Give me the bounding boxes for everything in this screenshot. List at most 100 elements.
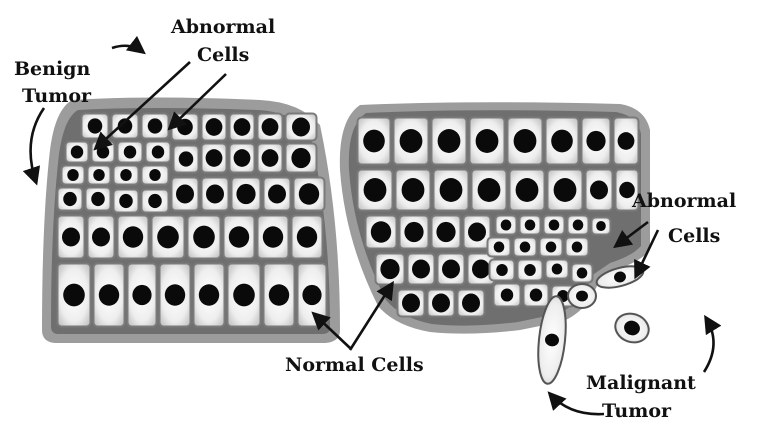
malignant-tumor-tissue [340,102,653,385]
abnormal-cells-right-label-line2: Cells [668,225,720,247]
abnormal-cell [114,166,139,185]
abnormal-cell [568,216,589,235]
normal-cell [398,290,425,317]
normal-cell [152,216,185,259]
normal-cell [400,216,429,249]
abnormal-cell [572,264,593,283]
abnormal-cell [518,260,543,281]
normal-cell [292,216,323,259]
normal-cell [366,216,397,249]
normal-cell [472,170,507,211]
abnormal-cell [544,216,565,235]
escaping-malignant-cell [568,284,596,308]
normal-cell [224,216,255,259]
arrow-malignant-curve-right [704,318,714,372]
normal-cell [464,216,491,249]
normal-cell [458,290,485,317]
normal-cell [614,118,639,165]
normal-cell [202,178,229,211]
abnormal-cell [82,114,109,139]
arrow-benign-curve-top [112,46,143,52]
normal-cell [88,216,115,259]
normal-cell [438,254,465,285]
abnormal-cell [566,238,589,257]
abnormal-cell [92,142,115,163]
abnormal-cell [118,142,143,163]
normal-cell [286,114,317,141]
malignant-tumor-label-line2: Tumor [602,400,671,422]
benign-tumor-tissue [42,98,340,344]
normal-cells-label: Normal Cells [285,354,424,376]
normal-cell [394,118,429,165]
normal-cell [188,216,221,259]
abnormal-cell [172,114,199,141]
abnormal-cell [146,142,171,163]
normal-cell [202,144,227,173]
abnormal-cell [114,190,139,213]
abnormal-cell [540,238,563,257]
abnormal-cell [58,188,83,211]
normal-cell [582,118,611,165]
normal-cell [258,144,283,173]
normal-cell [118,216,149,259]
normal-cell [228,264,261,327]
normal-cell [432,118,467,165]
normal-cell [376,254,405,285]
normal-cell [428,290,455,317]
abnormal-cells-right-label-line1: Abnormal [632,190,736,212]
normal-cell [264,178,291,211]
arrow-normal-right [350,284,392,350]
abnormal-cell [174,146,199,173]
abnormal-cell [520,216,541,235]
abnormal-cell [494,284,521,307]
abnormal-cell [86,188,111,211]
normal-cell [434,170,469,211]
normal-cell [202,114,227,141]
abnormal-cell [112,114,139,139]
abnormal-cell [488,238,511,257]
normal-cell [230,144,255,173]
normal-cell [258,216,289,259]
normal-cell [432,216,461,249]
abnormal-cells-left-label-line2: Cells [197,44,249,66]
abnormal-cell [524,284,549,307]
normal-cell [230,114,255,141]
abnormal-cell [592,218,611,235]
escaping-malignant-cell [611,309,653,347]
abnormal-cell [496,216,517,235]
normal-cell [408,254,435,285]
arrow-malignant-curve-bottom [550,394,604,414]
normal-cell [396,170,431,211]
abnormal-cell [66,142,89,163]
normal-cell [358,118,391,165]
normal-cell [286,144,317,173]
abnormal-cell [142,190,169,213]
benign-tumor-label-line1: Benign [14,58,90,80]
normal-cell [58,216,85,259]
abnormal-cell [62,166,85,185]
normal-cell [160,264,191,327]
normal-cell [508,118,543,165]
normal-cell [470,118,505,165]
normal-cell [294,178,325,211]
abnormal-cell [490,260,515,281]
normal-cell [546,118,579,165]
normal-cell [58,264,91,327]
normal-cell [358,170,393,211]
normal-cell [94,264,125,327]
abnormal-cell [142,114,169,139]
abnormal-cell [546,260,569,279]
malignant-tumor-label-line1: Malignant [586,372,696,394]
abnormal-cell [142,166,169,185]
abnormal-cells-left-label-line1: Abnormal [171,16,275,38]
normal-cell [172,178,199,211]
benign-tumor-label-line2: Tumor [22,85,91,107]
normal-cell [258,114,283,141]
abnormal-cell [514,238,537,257]
normal-cell [128,264,157,327]
normal-cell [264,264,295,327]
arrow-benign-curve-side [31,108,44,182]
normal-cell [298,264,327,327]
abnormal-cell [88,166,111,185]
